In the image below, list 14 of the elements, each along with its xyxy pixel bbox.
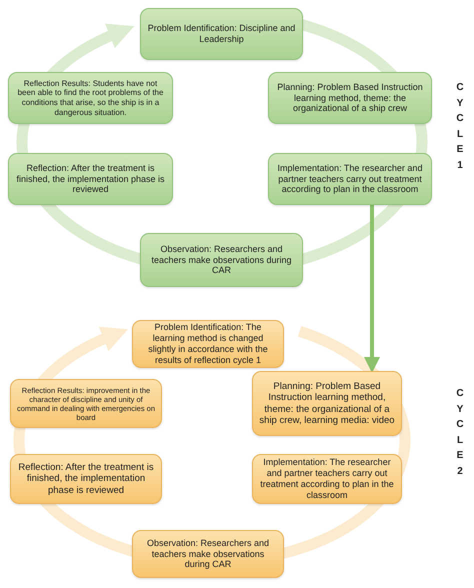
process-box: Reflection: After the treatment is finished, the implementation phase is reviewed [10, 454, 162, 504]
cycle-label: CYCLE 2 [455, 387, 465, 478]
process-box: Observation: Researchers and teachers make observations during CAR [140, 233, 303, 287]
process-box: Implementation: The researcher and partner teachers carry out treatment according to plan in the classroom [252, 454, 402, 504]
process-box: Reflection Results: Students have not been able to find the root problems of the conditions that arise, so the ship is in a dangerous situation. [8, 72, 173, 124]
process-box: Planning: Problem Based Instruction learning method, theme: the organizational of a ship crew, learning media: video [252, 371, 402, 436]
process-box: Reflection: After the treatment is finished, the implementation phase is reviewed [8, 153, 173, 205]
cycle-label: CYCLE 1 [455, 81, 465, 172]
arrow [364, 205, 380, 373]
process-box: Problem Identification: Discipline and Leadership [140, 8, 303, 60]
process-box: Problem Identification: The learning method is changed slightly in accordance with the results of reflection cycle 1 [132, 320, 284, 368]
process-box: Planning: Problem Based Instruction learning method, theme: the organizational of a ship crew [268, 72, 432, 124]
process-box: Observation: Researchers and teachers make observations during CAR [132, 530, 284, 578]
process-box: Implementation: The researcher and partner teachers carry out treatment according to plan in the classroom [268, 153, 432, 205]
